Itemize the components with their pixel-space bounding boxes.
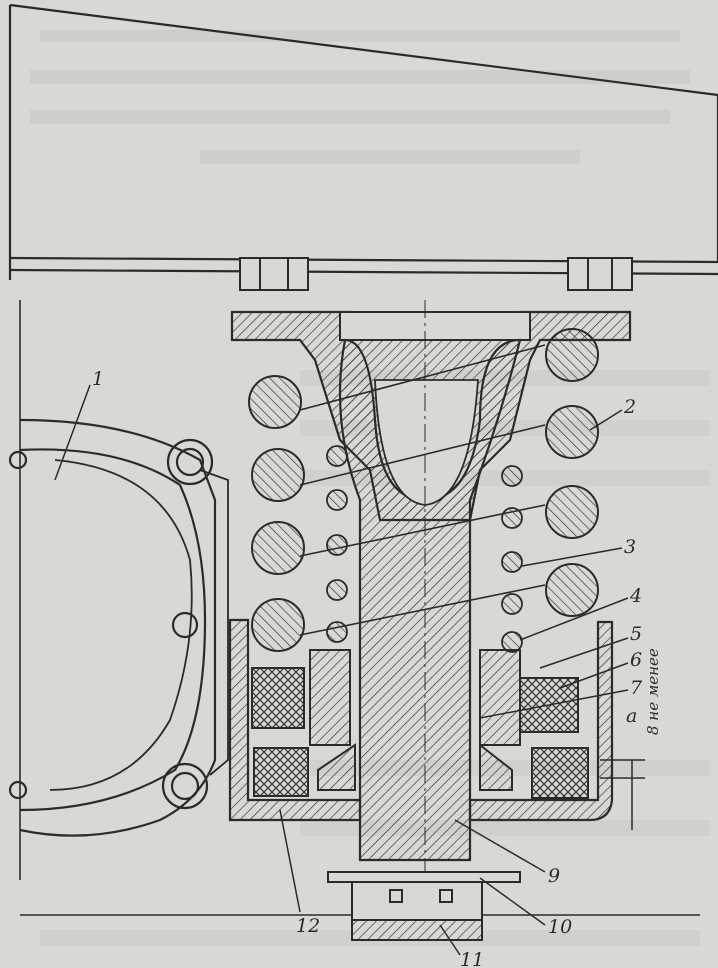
dimension-label: 8 не менее bbox=[644, 648, 662, 735]
central-stem bbox=[338, 338, 522, 862]
rubber-blocks bbox=[251, 667, 589, 799]
label-6: 6 bbox=[630, 649, 642, 671]
stem-bore bbox=[374, 379, 479, 506]
label-9: 9 bbox=[548, 865, 560, 887]
mounting-bolts bbox=[239, 257, 633, 291]
label-1: 1 bbox=[92, 368, 104, 390]
label-4: 4 bbox=[629, 585, 642, 607]
label-12: 12 bbox=[296, 915, 320, 937]
label-11: 11 bbox=[460, 949, 484, 968]
label-5: 5 bbox=[630, 623, 642, 645]
leader-lines bbox=[54, 384, 645, 956]
label-7: 7 bbox=[630, 677, 643, 699]
label-3: 3 bbox=[624, 536, 636, 558]
lower-housing bbox=[228, 618, 362, 822]
inner-spring bbox=[326, 445, 523, 653]
label-2: 2 bbox=[623, 396, 636, 418]
label-10: 10 bbox=[548, 916, 572, 938]
bushing bbox=[309, 649, 521, 791]
wheel-hub bbox=[8, 418, 229, 837]
part-labels: 1 2 3 4 5 6 7 a 9 10 11 12 8 не менее bbox=[92, 368, 662, 968]
label-a: a bbox=[626, 705, 637, 727]
lower-housing-right bbox=[468, 620, 614, 822]
bottom-nut bbox=[327, 871, 521, 941]
outer-spring bbox=[248, 328, 599, 652]
